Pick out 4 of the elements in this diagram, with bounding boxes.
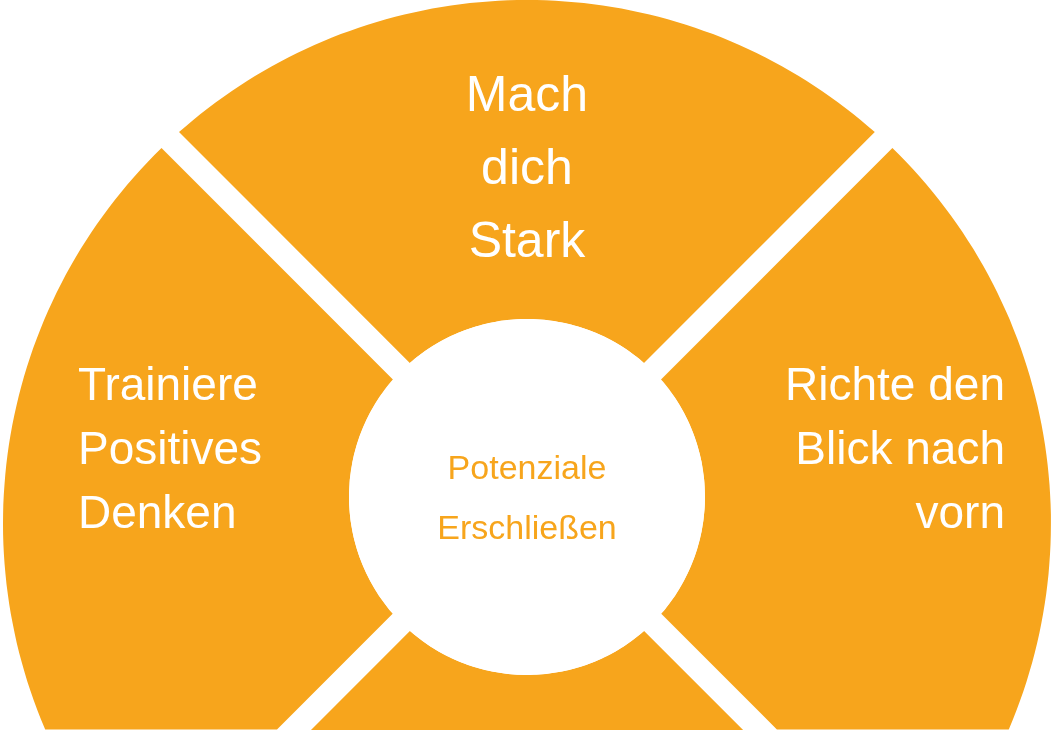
segment-label: Richte den Blick nach vorn [784,357,1005,540]
segment-label: Mach dich Stark [464,65,590,270]
segment-label: Trainiere Positives Denken [78,357,264,540]
center-label: Potenziale Erschließen [436,447,618,548]
